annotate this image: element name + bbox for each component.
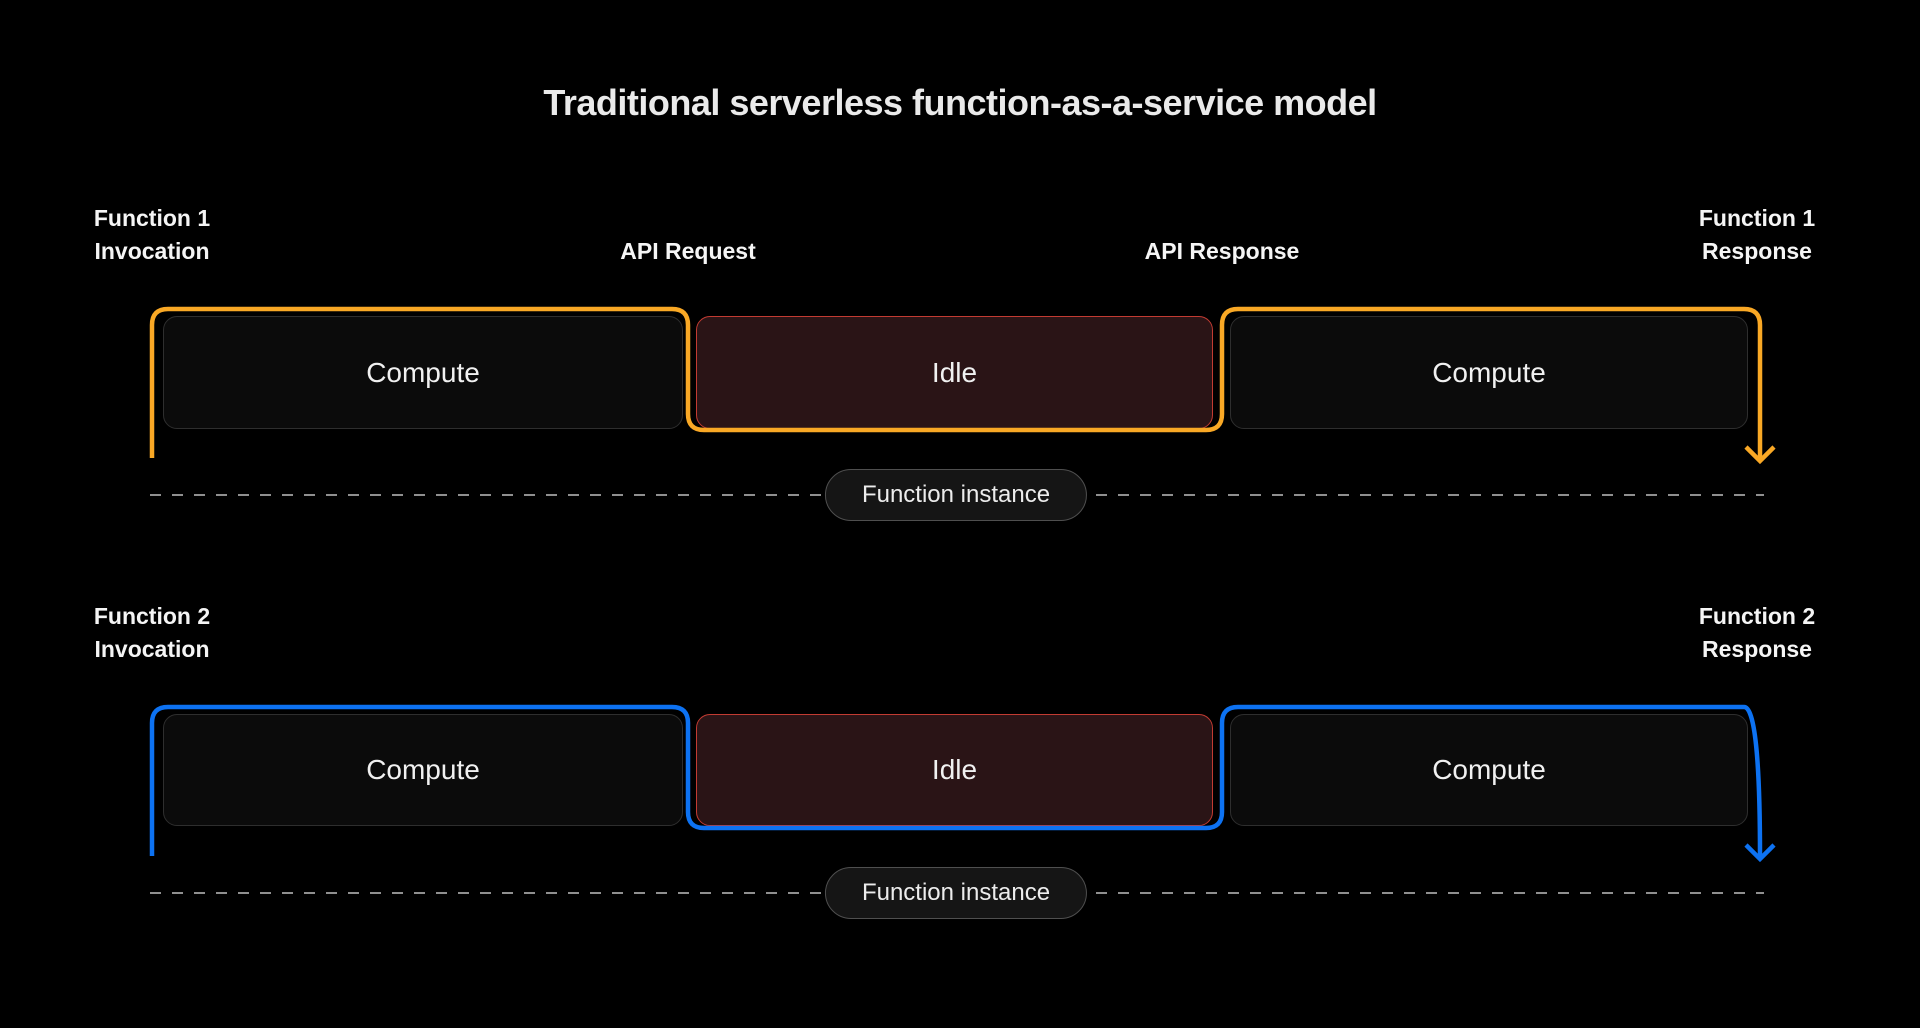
function2-instance-pill: Function instance — [824, 867, 1088, 919]
function2-compute-box-1-label: Compute — [366, 754, 480, 785]
function2-invocation-label-line1: Function 2 — [93, 603, 211, 629]
function1-instance-pill: Function instance — [824, 469, 1088, 521]
function1-idle-box-label: Idle — [931, 356, 978, 388]
function2-compute-box-1: Compute — [163, 714, 683, 826]
function2-invocation-label-line2: Invocation — [94, 636, 210, 662]
function2-idle-box: Idle — [696, 714, 1213, 826]
function1-invocation-label: Function 1 Invocation — [94, 202, 210, 268]
api-request-label: API Request — [620, 238, 756, 264]
function1-compute-box-2-label: Compute — [1432, 356, 1546, 388]
function2-idle-box-label: Idle — [931, 754, 978, 785]
function2-instance-pill-label: Function instance — [861, 879, 1051, 906]
function1-response-label-line2: Response — [1702, 238, 1812, 264]
function2-response-label: Function 2 Response — [1699, 600, 1815, 666]
function1-idle-box: Idle — [696, 316, 1213, 429]
function1-compute-box-1: Compute — [163, 316, 683, 429]
function1-response-arrowhead-icon — [1744, 445, 1776, 465]
function1-instance-pill-label: Function instance — [861, 481, 1051, 508]
function1-response-label-line1: Function 1 — [1698, 205, 1816, 231]
diagram-title: Traditional serverless function-as-a-ser… — [543, 82, 1377, 123]
api-response-label: API Response — [1144, 238, 1300, 264]
function1-response-label: Function 1 Response — [1699, 202, 1815, 268]
function2-compute-box-2: Compute — [1230, 714, 1748, 826]
function2-response-arrowhead-icon — [1744, 843, 1776, 863]
function2-response-label-line1: Function 2 — [1698, 603, 1816, 629]
function1-invocation-label-line1: Function 1 — [93, 205, 211, 231]
function1-invocation-label-line2: Invocation — [94, 238, 210, 264]
function2-response-label-line2: Response — [1702, 636, 1812, 662]
function2-invocation-label: Function 2 Invocation — [94, 600, 210, 666]
function1-compute-box-1-label: Compute — [366, 356, 480, 388]
function2-compute-box-2-label: Compute — [1432, 754, 1546, 785]
function1-compute-box-2: Compute — [1230, 316, 1748, 429]
